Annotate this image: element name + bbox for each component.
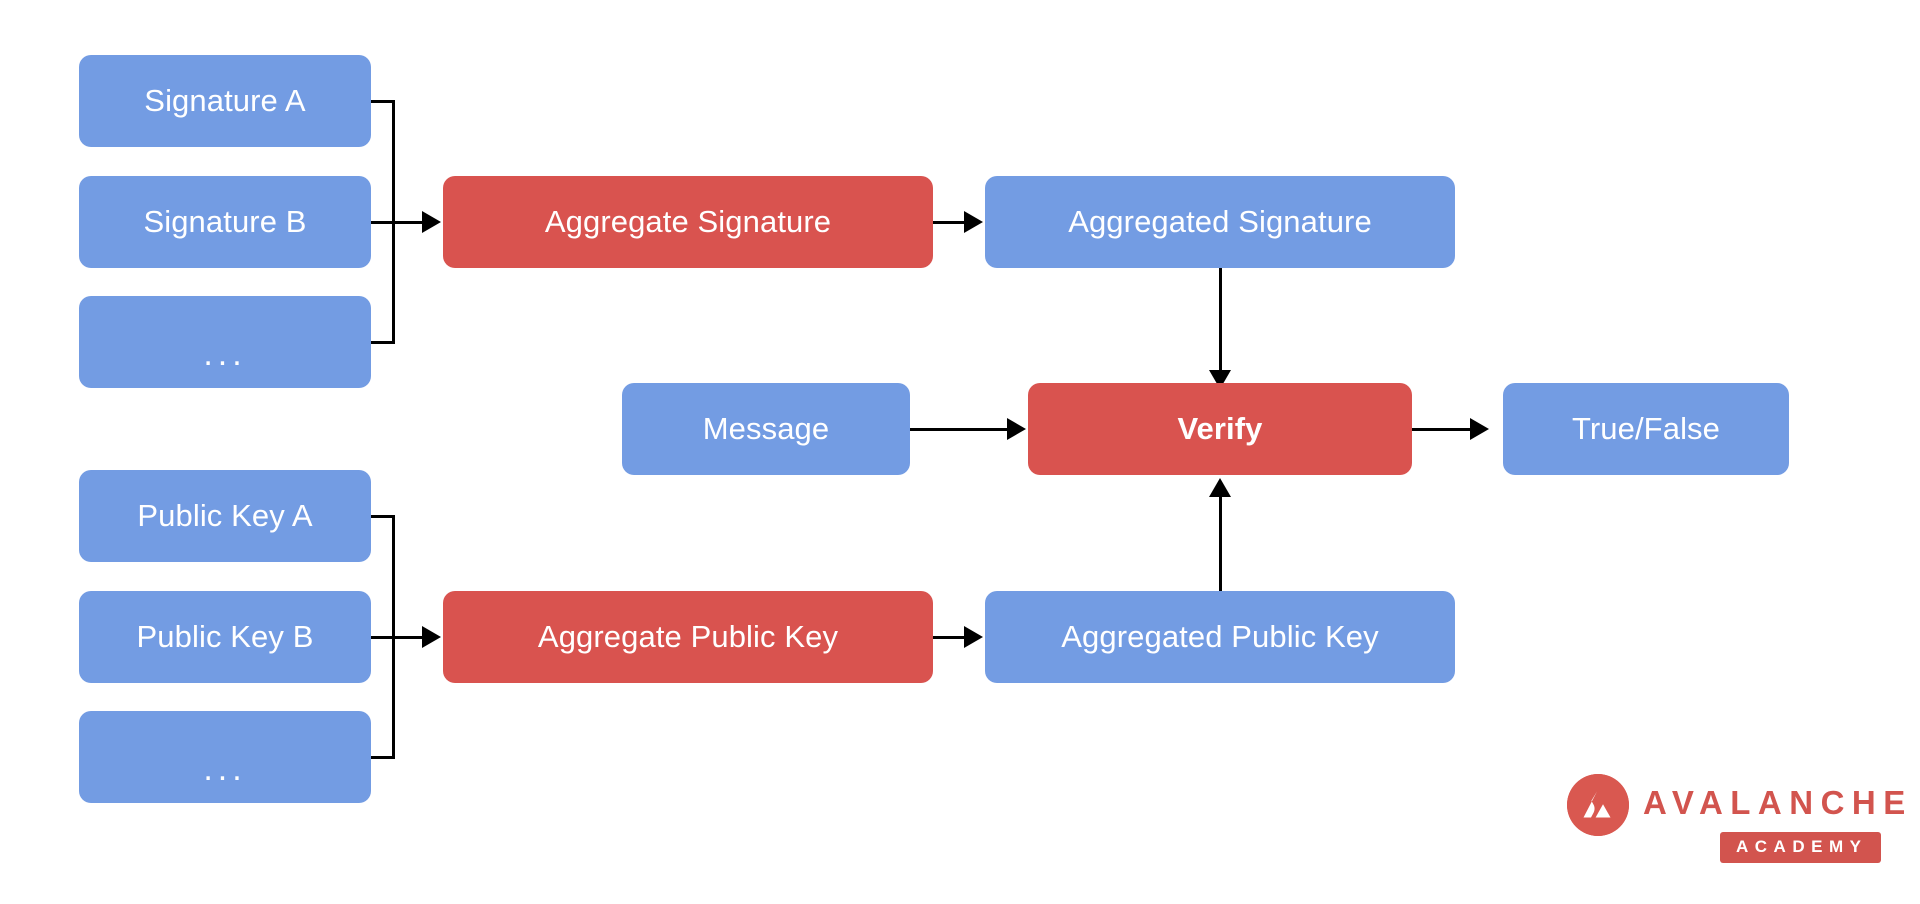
edge-aggregated-signature-to-verify (1219, 268, 1222, 378)
node-signature-more-label: ... (203, 334, 247, 373)
edge-aggregated-public-key-to-verify (1219, 490, 1222, 591)
edge-signature-bus-arrowhead (422, 211, 441, 233)
edge-public-key-bus-feed (392, 636, 424, 639)
node-signature-a: Signature A (79, 55, 371, 147)
node-true-false: True/False (1503, 383, 1789, 475)
avalanche-triangle-mark-icon (1567, 774, 1629, 836)
node-aggregate-signature-label: Aggregate Signature (544, 204, 832, 240)
edge-aggregate-to-aggregated-public-key (933, 636, 967, 639)
logo-wordmark: AVALANCHE (1643, 784, 1913, 821)
node-aggregate-public-key-label: Aggregate Public Key (537, 619, 839, 655)
node-message: Message (622, 383, 910, 475)
node-aggregate-signature: Aggregate Signature (443, 176, 933, 268)
node-public-key-a: Public Key A (79, 470, 371, 562)
edge-aggregate-to-aggregated-public-key-arrowhead (964, 626, 983, 648)
edge-signature-a-stub (371, 100, 395, 103)
node-true-false-label: True/False (1571, 411, 1720, 447)
node-aggregated-public-key: Aggregated Public Key (985, 591, 1455, 683)
node-signature-a-label: Signature A (144, 83, 306, 119)
node-verify: Verify (1028, 383, 1412, 475)
node-aggregated-signature: Aggregated Signature (985, 176, 1455, 268)
edge-message-to-verify (910, 428, 1010, 431)
node-aggregated-public-key-label: Aggregated Public Key (1061, 619, 1379, 655)
edge-verify-to-result (1412, 428, 1474, 431)
node-signature-b-label: Signature B (143, 204, 307, 240)
edge-public-key-b-stub (371, 636, 395, 639)
node-signature-more: ... (79, 296, 371, 388)
node-public-key-b: Public Key B (79, 591, 371, 683)
node-public-key-a-label: Public Key A (137, 498, 313, 534)
edge-signature-more-stub (371, 341, 395, 344)
node-aggregated-signature-label: Aggregated Signature (1068, 204, 1372, 240)
node-public-key-b-label: Public Key B (136, 619, 314, 655)
edge-aggregated-public-key-to-verify-arrowhead (1209, 478, 1231, 497)
node-verify-label: Verify (1177, 411, 1263, 447)
edge-aggregate-to-aggregated-signature-arrowhead (964, 211, 983, 233)
logo-academy-badge: ACADEMY (1720, 832, 1882, 863)
edge-aggregate-to-aggregated-signature (933, 221, 967, 224)
edge-message-to-verify-arrowhead (1007, 418, 1026, 440)
edge-verify-to-result-arrowhead (1470, 418, 1489, 440)
avalanche-academy-logo: AVALANCHE ACADEMY (1567, 772, 1905, 864)
edge-public-key-more-stub (371, 756, 395, 759)
edge-signature-bus-feed (392, 221, 424, 224)
node-aggregate-public-key: Aggregate Public Key (443, 591, 933, 683)
edge-signature-b-stub (371, 221, 395, 224)
edge-public-key-bus-arrowhead (422, 626, 441, 648)
edge-public-key-a-stub (371, 515, 395, 518)
node-public-key-more: ... (79, 711, 371, 803)
node-message-label: Message (702, 411, 830, 447)
node-signature-b: Signature B (79, 176, 371, 268)
node-public-key-more-label: ... (203, 749, 247, 788)
